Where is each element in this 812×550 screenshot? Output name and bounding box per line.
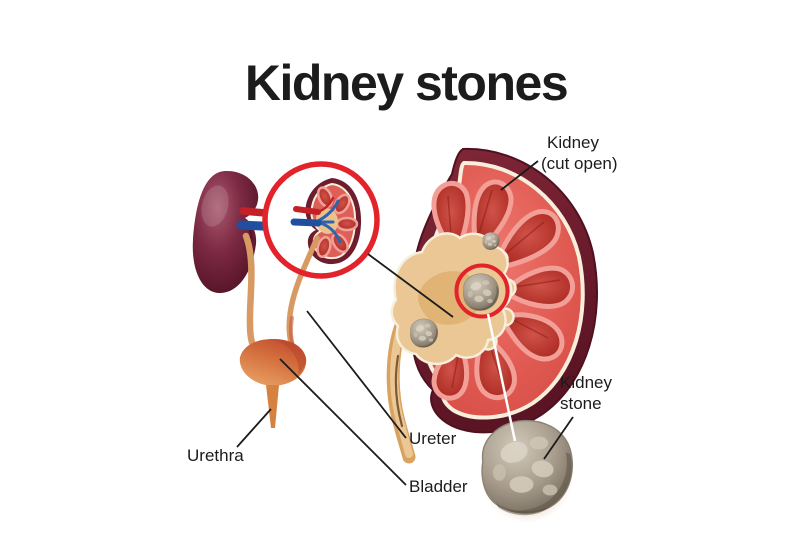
small-artery-branch (316, 196, 335, 214)
urethra-label: Urethra (187, 446, 244, 465)
diagram-title: Kidney stones (244, 55, 569, 111)
kidney-stone-label: Kidney stone (560, 373, 612, 414)
kidney-cut-open-label-line2: (cut open) (541, 153, 618, 173)
kidney-stone-small (482, 232, 500, 251)
whole-kidney-body (192, 170, 259, 294)
kidney-highlight (201, 185, 229, 227)
leader-lines (236, 160, 574, 486)
kidney-stone-circled (463, 273, 500, 312)
small-renal-artery (293, 206, 321, 215)
kidney-cut-open-label: Kidney (cut open) (541, 133, 618, 174)
ureter-label: Ureter (409, 429, 457, 448)
kidney-stone-lower (410, 318, 439, 348)
stone-highlight-circle (454, 263, 510, 319)
urethra-leader-line (236, 408, 272, 448)
kidney-stone-label-line2: stone (560, 393, 602, 413)
bladder-body (239, 339, 307, 386)
enlarged-stone (481, 419, 573, 516)
callout-to-kidney-line (367, 253, 454, 318)
kidney-stone-label-line1: Kidney (560, 373, 612, 392)
bladder-leader-line (279, 358, 407, 486)
urethra-tube (266, 385, 279, 428)
stone-magnify-line (486, 313, 517, 442)
kidney-stone-leader-line (543, 416, 574, 460)
kidney-cut-open-leader-line (500, 160, 539, 191)
renal-pyramids (431, 179, 575, 401)
bladder-top-shading (273, 339, 306, 375)
large-kidney-cut-open-illustration (386, 147, 598, 464)
small-kidney-pyramids (316, 186, 359, 259)
kidney-cut-open-label-line1: Kidney (547, 133, 599, 152)
zoom-circle-ring (262, 161, 380, 279)
kidney-cross-section-callout (290, 178, 362, 265)
bladder-label: Bladder (409, 477, 468, 496)
small-renal-vein (290, 218, 322, 227)
ureter-leader-line (306, 310, 407, 439)
large-ureter-slit (394, 354, 404, 428)
bladder-illustration (239, 339, 307, 428)
kidney-stone-enlarged-illustration (465, 408, 589, 532)
